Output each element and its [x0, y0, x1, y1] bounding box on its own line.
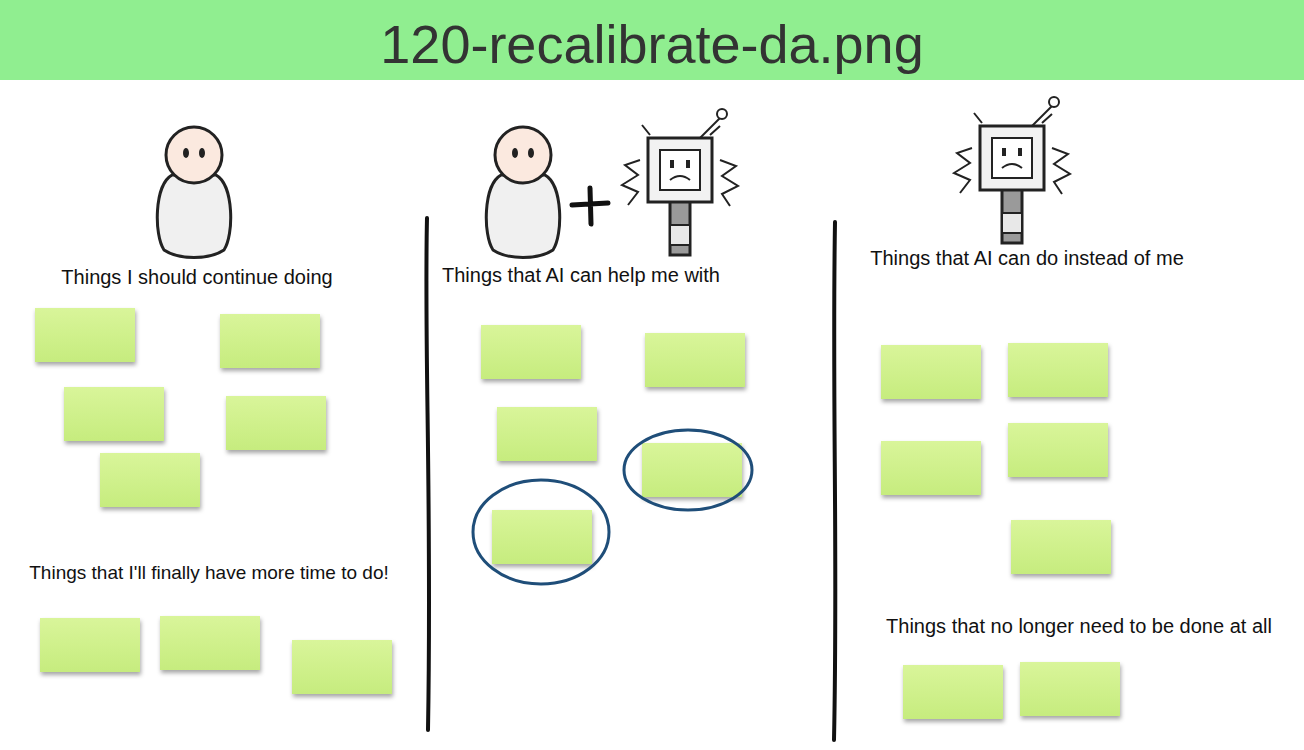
title: 120-recalibrate-da.png	[0, 0, 1304, 80]
column-heading: Things that AI can help me with	[442, 264, 720, 287]
column-heading: Things I should continue doing	[61, 266, 332, 289]
column-heading: Things that I'll finally have more time …	[29, 562, 389, 584]
column-heading: Things that no longer need to be done at…	[886, 615, 1272, 638]
column-heading: Things that AI can do instead of me	[870, 247, 1184, 270]
